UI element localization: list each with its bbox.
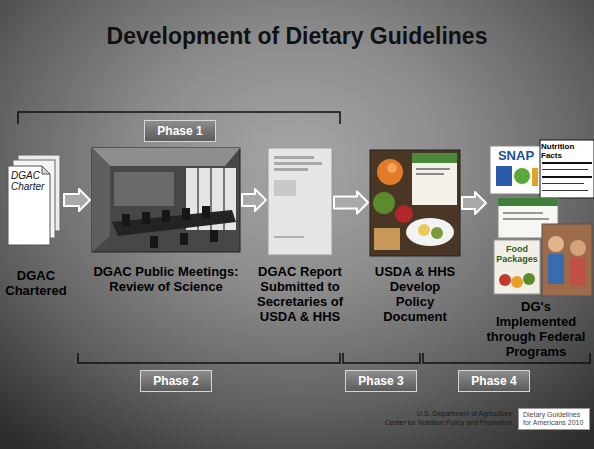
stage-figure: DG's Implemented through Federal Program… xyxy=(488,140,590,298)
block-arrow xyxy=(64,189,90,211)
illustration-part xyxy=(162,210,170,222)
stage-label: DGAC Chartered xyxy=(3,268,69,298)
phase-brackets xyxy=(18,112,590,363)
block-arrow xyxy=(242,189,266,211)
illustration-part xyxy=(570,240,586,256)
illustration-part xyxy=(416,168,450,170)
illustration-part xyxy=(490,146,542,194)
illustration-part xyxy=(274,236,304,238)
agency-credit: Center for Nutrition Policy and Promotio… xyxy=(385,419,512,427)
illustration-part xyxy=(387,163,397,173)
block-arrow xyxy=(462,192,486,214)
illustration-part xyxy=(202,206,210,218)
illustration-part xyxy=(570,258,586,286)
illustration-part xyxy=(8,166,50,245)
document-title: DGAC Charter xyxy=(11,170,49,192)
illustration-part xyxy=(498,198,558,206)
illustration-part xyxy=(418,224,430,236)
illustration-part xyxy=(532,168,538,186)
program-collage xyxy=(490,140,594,296)
illustration-part xyxy=(412,153,457,205)
illustration-part xyxy=(503,212,543,214)
illustration-part xyxy=(540,140,594,198)
stage-figure: DGAC Report Submitted to Secretaries of … xyxy=(268,148,332,255)
report-cover xyxy=(268,148,332,255)
illustration-part xyxy=(548,254,564,284)
phase-label: Phase 1 xyxy=(157,124,202,138)
block-arrow xyxy=(334,192,368,214)
illustration-part xyxy=(78,353,340,363)
phase-box: Phase 4 xyxy=(458,370,529,392)
illustration-part xyxy=(377,159,403,185)
policy-collage xyxy=(370,150,460,256)
slide-title: Development of Dietary Guidelines xyxy=(0,22,594,50)
stage-label: DG's Implemented through Federal Program… xyxy=(482,299,590,359)
illustration-part xyxy=(416,173,444,175)
illustration-part xyxy=(343,353,420,363)
illustration-part xyxy=(542,176,592,178)
illustration-part xyxy=(406,218,454,246)
agency-credit: U.S. Department of Agriculture xyxy=(417,410,512,418)
illustration-part xyxy=(268,148,332,255)
meeting-room-photo xyxy=(92,148,240,252)
illustration-part xyxy=(42,166,50,174)
illustration-part xyxy=(274,180,296,196)
illustration-part xyxy=(274,168,308,171)
stage-label: DGAC Report Submitted to Secretaries of … xyxy=(250,264,350,324)
illustration-part xyxy=(373,192,395,214)
stage-figure: USDA & HHS Develop Policy Document xyxy=(370,150,460,256)
illustration-part xyxy=(274,162,322,165)
illustration-part xyxy=(122,214,130,226)
illustration-part xyxy=(92,148,240,166)
illustration-part xyxy=(395,205,413,223)
logo-box: Dietary Guidelines for Americans 2010 xyxy=(518,408,590,430)
illustration-part xyxy=(542,169,588,170)
illustration-part xyxy=(92,148,240,252)
phase-box: Phase 2 xyxy=(140,370,211,392)
illustration-part xyxy=(274,156,314,159)
illustration-part xyxy=(511,276,523,288)
illustration-part xyxy=(494,240,540,294)
illustration-part xyxy=(114,172,174,206)
illustration-part xyxy=(542,162,592,164)
illustration-part xyxy=(503,218,549,220)
program-logo-text: SNAP xyxy=(492,149,540,163)
illustration-part xyxy=(514,168,530,184)
illustration-part xyxy=(92,148,110,252)
illustration-part xyxy=(210,230,218,242)
logo-text: Dietary Guidelines for Americans 2010 xyxy=(523,411,585,427)
stage-figure: DGAC CharterDGAC Chartered xyxy=(8,155,62,245)
phase-box: Phase 3 xyxy=(345,370,416,392)
illustration-part xyxy=(523,273,535,285)
stage-figure: DGAC Public Meetings: Review of Science xyxy=(92,148,240,252)
phase-label: Phase 4 xyxy=(471,374,516,388)
stage-label: DGAC Public Meetings: Review of Science xyxy=(91,264,241,294)
illustration-part xyxy=(542,190,588,191)
illustration-part xyxy=(370,150,460,256)
illustration-part xyxy=(374,228,400,250)
illustration-part xyxy=(548,236,564,252)
illustration-part xyxy=(182,208,190,220)
illustration-part xyxy=(499,274,511,286)
illustration-part xyxy=(142,212,150,224)
phase-label: Phase 2 xyxy=(153,374,198,388)
charter-documents xyxy=(8,155,60,245)
illustration-part xyxy=(542,183,584,184)
package-text: Food Packages xyxy=(495,244,539,264)
label-heading: Nutrition Facts xyxy=(541,142,593,160)
illustration-part xyxy=(431,227,443,239)
illustration-part xyxy=(542,224,592,296)
phase-box: Phase 1 xyxy=(144,120,215,142)
illustration-part xyxy=(150,236,158,248)
stage-label: USDA & HHS Develop Policy Document xyxy=(372,264,458,324)
illustration-part xyxy=(412,153,457,163)
phase-label: Phase 3 xyxy=(358,374,403,388)
illustration-part xyxy=(496,166,512,186)
illustration-part xyxy=(180,233,188,245)
